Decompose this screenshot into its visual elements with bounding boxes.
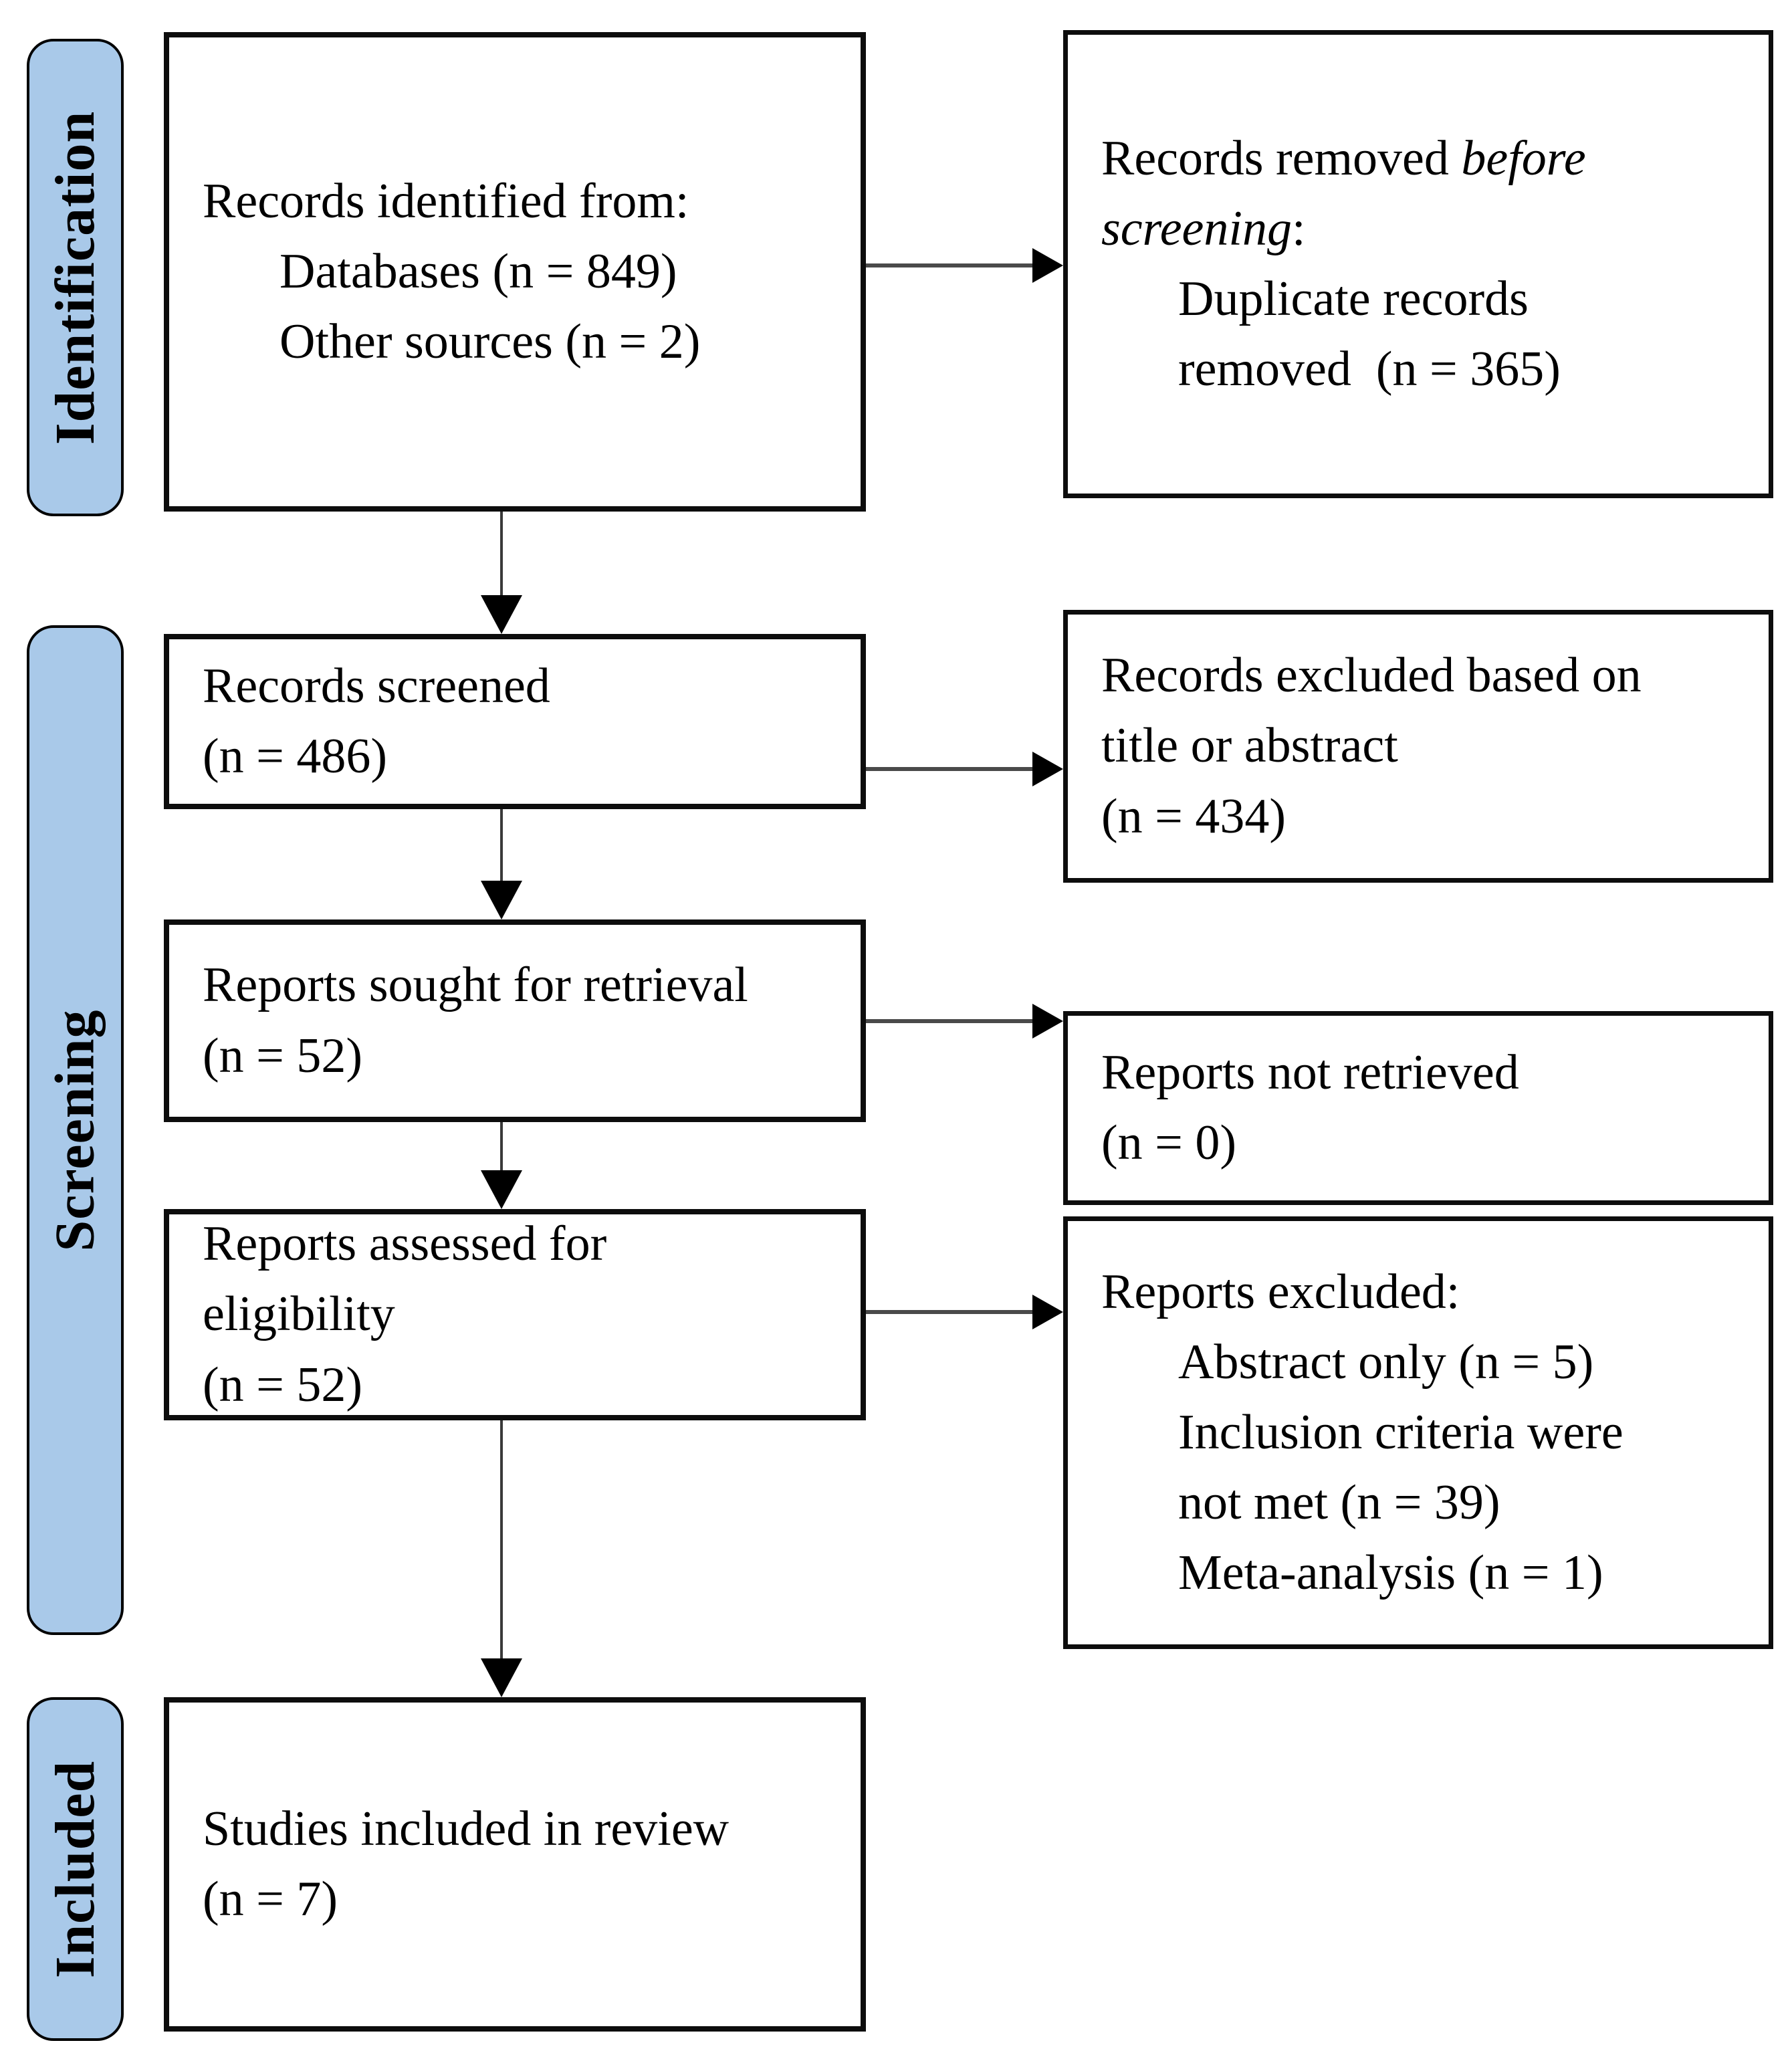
box-reports-excluded-title: Reports excluded: [1101, 1264, 1460, 1319]
arrow-sought-to-assessed [480, 1122, 523, 1209]
box-reports-not-retrieved: Reports not retrieved (n = 0) [1063, 1011, 1773, 1205]
arrowhead-down-icon [481, 1658, 522, 1697]
box-records-excluded-text: Records excluded based on [1101, 648, 1642, 703]
box-reports-assessed-count: (n = 52) [203, 1357, 363, 1412]
arrow-identified-to-screened [480, 512, 523, 634]
records-removed-before-italic: before [1461, 130, 1586, 186]
box-records-identified-title: Records identified from: [203, 173, 689, 229]
box-reports-assessed: Reports assessed for eligibility (n = 52… [164, 1209, 866, 1420]
records-removed-screening-italic: screening [1101, 201, 1292, 256]
arrow-line [866, 1019, 1036, 1023]
stage-pill-included: Included [27, 1697, 124, 2041]
arrow-line [866, 767, 1036, 771]
arrowhead-down-icon [481, 595, 522, 634]
arrow-line [500, 512, 503, 596]
box-reports-not-retrieved-count: (n = 0) [1101, 1115, 1237, 1170]
arrowhead-down-icon [481, 881, 522, 919]
box-records-excluded: Records excluded based on title or abstr… [1063, 610, 1773, 883]
arrow-line [500, 1420, 503, 1660]
box-reports-excluded-item: not met (n = 39) [1178, 1475, 1500, 1531]
box-reports-assessed-text: Reports assessed for [203, 1216, 607, 1272]
arrow-line [866, 1310, 1036, 1314]
arrowhead-right-icon [1032, 248, 1063, 283]
box-records-identified: Records identified from: Databases (n = … [164, 32, 866, 512]
box-records-screened-text: Records screened [203, 658, 550, 714]
box-records-identified-item: Other sources (n = 2) [279, 314, 701, 370]
stage-label-identification: Identification [44, 110, 106, 445]
stage-pill-identification: Identification [27, 39, 124, 516]
box-studies-included: Studies included in review (n = 7) [164, 1697, 866, 2032]
arrow-screened-to-sought [480, 809, 523, 919]
arrow-sought-to-not-retrieved [866, 991, 1063, 1051]
box-records-screened-count: (n = 486) [203, 729, 388, 784]
box-reports-excluded-item: Meta-analysis (n = 1) [1178, 1545, 1603, 1601]
arrow-identified-to-removed [866, 235, 1063, 296]
box-reports-not-retrieved-text: Reports not retrieved [1101, 1045, 1519, 1100]
box-reports-sought: Reports sought for retrieval (n = 52) [164, 919, 866, 1122]
arrow-screened-to-excluded [866, 739, 1063, 799]
box-reports-excluded-item: Abstract only (n = 5) [1178, 1334, 1594, 1390]
box-studies-included-count: (n = 7) [203, 1872, 338, 1927]
arrowhead-right-icon [1032, 1295, 1063, 1329]
stage-pill-screening: Screening [27, 625, 124, 1635]
stage-label-included: Included [44, 1760, 106, 1978]
box-records-removed-title-line2: screening: [1101, 194, 1757, 264]
box-records-identified-item: Databases (n = 849) [279, 243, 677, 299]
box-records-excluded-text: title or abstract [1101, 718, 1398, 774]
box-records-screened: Records screened (n = 486) [164, 634, 866, 809]
arrow-assessed-to-included [480, 1420, 523, 1697]
box-records-removed-title-line1: Records removed before [1101, 124, 1757, 194]
box-records-removed: Records removed before screening: Duplic… [1063, 30, 1773, 498]
box-records-removed-item: Duplicate records [1178, 271, 1529, 326]
arrowhead-right-icon [1032, 1004, 1063, 1039]
box-reports-sought-count: (n = 52) [203, 1028, 363, 1083]
arrow-line [500, 809, 503, 882]
arrowhead-down-icon [481, 1170, 522, 1209]
arrow-line [866, 263, 1036, 267]
box-reports-excluded-item: Inclusion criteria were [1178, 1404, 1623, 1460]
records-removed-lead: Records removed [1101, 130, 1462, 186]
box-records-removed-item: removed (n = 365) [1178, 342, 1561, 397]
box-reports-assessed-text: eligibility [203, 1287, 395, 1342]
arrow-assessed-to-reports-excluded [866, 1282, 1063, 1342]
stage-label-screening: Screening [44, 1008, 107, 1252]
box-reports-excluded: Reports excluded: Abstract only (n = 5) … [1063, 1216, 1773, 1649]
records-removed-colon: : [1291, 201, 1306, 256]
arrow-line [500, 1122, 503, 1172]
arrowhead-right-icon [1032, 752, 1063, 786]
box-reports-sought-text: Reports sought for retrieval [203, 958, 748, 1013]
box-records-excluded-count: (n = 434) [1101, 788, 1286, 844]
box-studies-included-text: Studies included in review [203, 1801, 730, 1856]
